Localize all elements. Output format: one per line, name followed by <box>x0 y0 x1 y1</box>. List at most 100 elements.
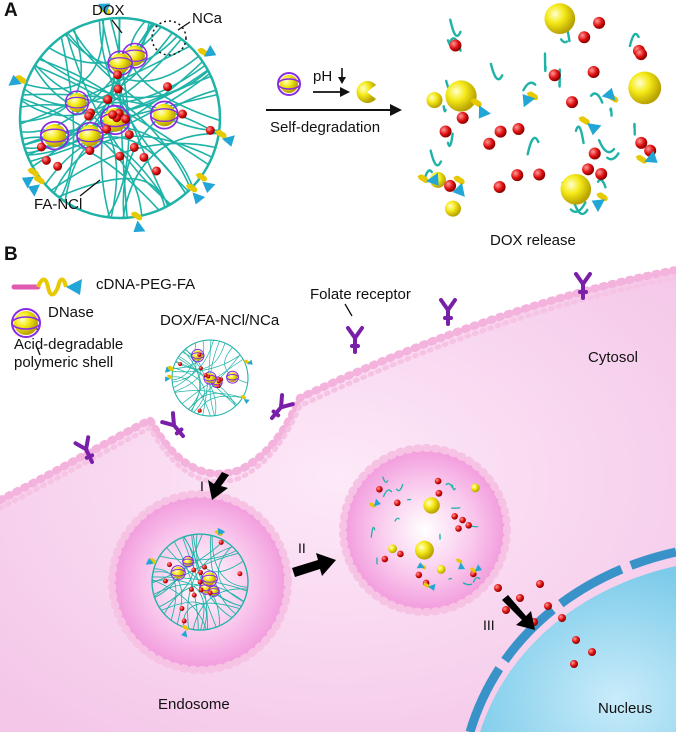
step-3-label: III <box>483 617 495 633</box>
dna-strand <box>129 20 221 122</box>
dna-strand <box>192 534 244 573</box>
dox-molecule <box>439 125 452 138</box>
dna-fragment <box>445 482 454 489</box>
ph-label: pH <box>313 68 333 85</box>
dna-strand <box>151 579 207 630</box>
dox-molecule <box>455 525 462 532</box>
dna-strand <box>19 45 191 125</box>
dox-molecule <box>188 586 194 592</box>
dox-molecule <box>198 570 204 575</box>
dox-molecule <box>449 39 462 52</box>
dna-strand <box>23 32 173 107</box>
dox-molecule <box>139 152 149 162</box>
cdna-peg-coil <box>596 192 608 201</box>
dna-fragment <box>382 489 393 498</box>
dna-fragment <box>522 81 537 92</box>
folic-acid-cone <box>8 74 22 86</box>
dna-strand <box>151 533 249 631</box>
dna-strand <box>217 545 244 603</box>
folic-acid-cone <box>522 94 536 108</box>
dox-molecule <box>588 648 596 656</box>
dox-molecule <box>381 555 389 563</box>
dnase-enzyme <box>544 3 576 35</box>
folic-acid-cone <box>457 562 466 570</box>
cell-membrane-inner <box>0 275 676 511</box>
folic-acid-cone <box>591 199 605 212</box>
cdna-peg-coil <box>417 174 429 183</box>
cdna-peg-coil <box>423 582 430 588</box>
dnase-enzyme <box>470 483 480 493</box>
folic-acid-cone <box>98 3 111 15</box>
dox-molecule <box>203 373 208 378</box>
legend-cdna-symbol <box>11 277 82 297</box>
dnase-enzyme <box>445 80 477 112</box>
dox-molecule <box>595 168 608 181</box>
cdna-peg-coil <box>130 211 143 221</box>
nca-label: NCa <box>192 10 223 27</box>
dna-strand <box>38 58 192 190</box>
dna-strand <box>33 66 209 114</box>
dna-fragment <box>543 52 547 73</box>
dna-fragment <box>628 32 640 48</box>
nca-highlight-circle <box>151 20 187 56</box>
dna-fragment <box>606 152 620 161</box>
dox-molecule <box>177 109 187 119</box>
polymer-shell <box>40 128 70 143</box>
folic-acid-cone <box>243 399 250 405</box>
dna-fragment <box>526 136 540 156</box>
dnase-enzyme <box>43 124 67 148</box>
cdna-peg-coil <box>453 175 465 185</box>
dox-molecule <box>163 82 173 92</box>
dox-molecule <box>36 142 46 152</box>
arrow-step-2 <box>292 553 336 577</box>
dnase-enzyme <box>203 572 217 586</box>
free-dox-molecules <box>494 580 596 668</box>
folic-acid-cone <box>426 172 439 186</box>
dox-molecule <box>459 516 466 524</box>
dna-strand <box>171 376 211 417</box>
dox-molecule <box>181 618 187 624</box>
dox-molecule <box>434 477 442 485</box>
dox-molecule <box>113 70 123 80</box>
cdna-peg-coil <box>195 172 207 182</box>
dox-molecule <box>191 567 197 573</box>
dna-strand <box>152 571 183 625</box>
folate-receptor <box>270 393 295 420</box>
cytosol-label: Cytosol <box>588 349 639 366</box>
dox-molecule <box>376 485 383 493</box>
folic-acid-cone <box>587 123 602 136</box>
dox-molecule <box>53 161 63 171</box>
dox-molecule <box>566 96 579 109</box>
dox-molecule <box>191 592 197 598</box>
dna-strand <box>18 16 222 220</box>
folate-receptor <box>439 298 457 326</box>
folate-receptor <box>346 326 364 354</box>
dna-fragment <box>597 139 616 154</box>
nanoparticle-endocytosis <box>164 339 253 417</box>
dox-molecule <box>198 366 203 371</box>
dox-molecule <box>587 66 600 79</box>
dox-molecule <box>393 499 401 507</box>
dox-molecule <box>41 155 51 165</box>
folic-acid-cone <box>21 176 35 189</box>
dna-fragment <box>442 105 447 113</box>
dox-molecule <box>494 125 507 138</box>
dna-fragment <box>596 178 607 189</box>
dox-molecule <box>544 602 552 610</box>
legend-dnase-label: DNase <box>48 304 94 321</box>
dox-molecule <box>502 606 510 614</box>
cdna-peg-coil <box>182 625 189 631</box>
dna-strand <box>173 351 197 389</box>
cdna-peg-coil <box>167 366 174 372</box>
dox-molecule <box>415 571 423 579</box>
cdna-peg-coil <box>149 558 157 564</box>
polymer-shell <box>191 352 205 359</box>
cdna-peg-coil <box>167 365 174 371</box>
dox-label: DOX <box>92 2 125 19</box>
dox-molecule <box>483 137 496 150</box>
folic-acid-cone <box>146 557 154 564</box>
dox-molecule <box>593 16 606 29</box>
nucleus-label: Nucleus <box>598 700 653 717</box>
cdna-peg-coil <box>27 167 39 177</box>
dnase-enzyme <box>415 540 434 560</box>
